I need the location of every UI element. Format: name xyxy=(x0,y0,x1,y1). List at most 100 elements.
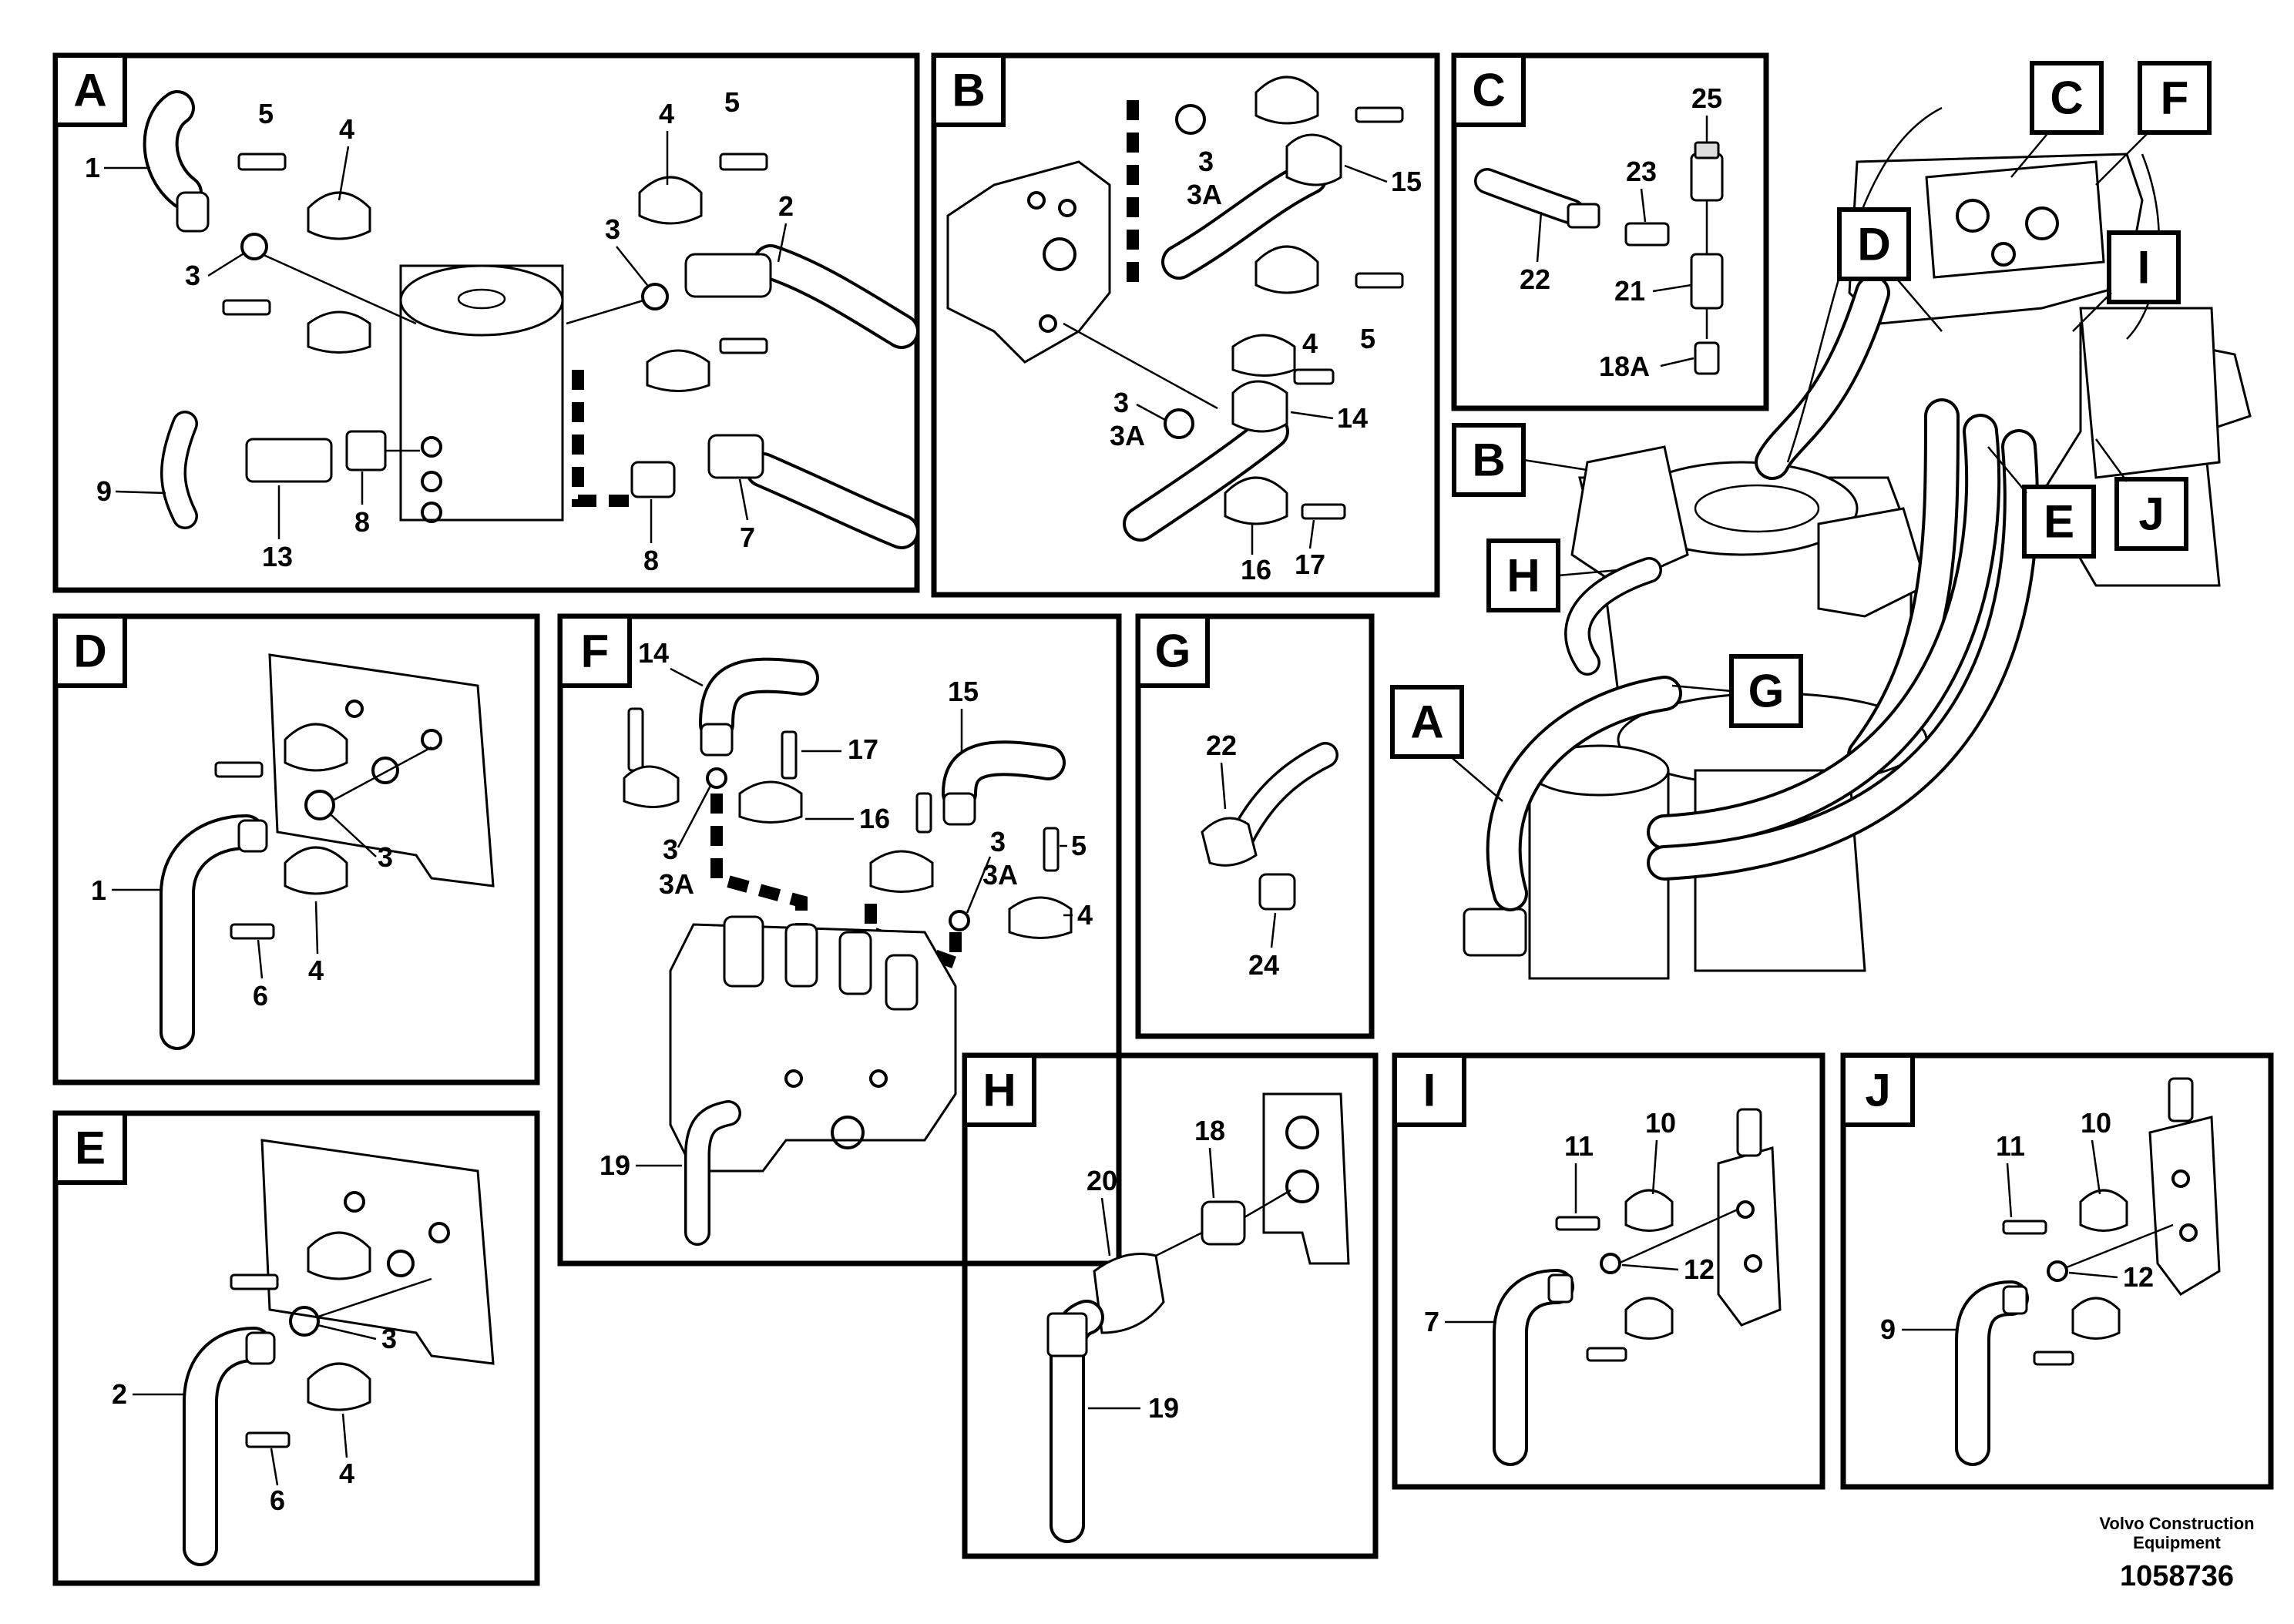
callout-f-box xyxy=(2138,61,2212,135)
clamp-4-b xyxy=(1254,245,1319,294)
tee-21 xyxy=(1690,253,1724,310)
elbow-22-g xyxy=(1201,817,1258,867)
o-ring-12-j xyxy=(2047,1260,2068,1282)
callout-j: J xyxy=(2138,488,2164,540)
bolt-6-e xyxy=(245,1431,291,1448)
valve-body-j xyxy=(2148,1116,2221,1296)
panel-j-tag: J xyxy=(1865,1065,1890,1116)
flange-15 xyxy=(942,792,976,826)
label-b-3Aa: 3A xyxy=(1187,179,1222,210)
label-c-21: 21 xyxy=(1614,275,1645,307)
callout-f: F xyxy=(2161,72,2189,124)
bolt-6-d xyxy=(230,923,275,940)
callout-i-box xyxy=(2107,230,2181,304)
panel-d-tag-box xyxy=(53,614,127,688)
label-b-14: 14 xyxy=(1337,402,1368,434)
panel-d-tag: D xyxy=(73,626,106,677)
panel-h: H 18 20 19 xyxy=(962,1052,1379,1559)
label-i-12: 12 xyxy=(1684,1253,1715,1285)
o-ring-3-fa xyxy=(706,767,727,789)
control-valve-f xyxy=(669,915,957,1173)
adapter-24 xyxy=(1258,873,1296,911)
label-c-23: 23 xyxy=(1626,156,1657,187)
callout-i: I xyxy=(2138,242,2151,294)
label-f-3b: 3 xyxy=(990,826,1006,857)
clamp-f-mid xyxy=(869,850,934,893)
brand-line-1: Volvo Construction xyxy=(2099,1514,2254,1533)
bolt-5-b xyxy=(719,153,768,171)
label-f-3a: 3 xyxy=(663,834,678,865)
label-e-4: 4 xyxy=(339,1458,354,1489)
label-c-22: 22 xyxy=(1520,263,1550,295)
label-f-19: 19 xyxy=(600,1149,630,1181)
clamp-16-f xyxy=(738,780,803,824)
clamp-4-d xyxy=(284,846,348,895)
o-ring-3-b1 xyxy=(1175,104,1206,135)
panel-e: E 3 2 6 4 xyxy=(52,1110,540,1586)
label-i-10: 10 xyxy=(1645,1107,1676,1139)
panel-c: C 25 23 22 21 18A xyxy=(1451,52,1769,411)
panel-e-tag: E xyxy=(75,1122,106,1174)
callout-c: C xyxy=(2050,72,2083,124)
label-a-1: 1 xyxy=(85,152,100,183)
label-a-8a: 8 xyxy=(354,506,370,538)
label-j-12: 12 xyxy=(2123,1261,2154,1293)
fitting-1 xyxy=(176,191,210,233)
label-d-1: 1 xyxy=(91,874,106,906)
bolt-5-f xyxy=(1043,827,1060,872)
label-b-3b: 3 xyxy=(1113,387,1129,418)
o-ring-3-a xyxy=(240,233,268,260)
label-c-18A: 18A xyxy=(1599,351,1650,382)
panel-i-tag-box xyxy=(1392,1053,1466,1127)
callout-c-box xyxy=(2030,61,2104,135)
footer-credit: Volvo Construction Equipment 1058736 xyxy=(2099,1514,2254,1592)
overview-assembly: C F D I B E J H A G xyxy=(1390,61,2252,980)
panel-i-frame xyxy=(1392,1052,1825,1490)
panel-d: D 1 3 6 4 xyxy=(52,613,540,1085)
panel-g: G 22 24 xyxy=(1135,613,1375,1039)
label-a-8b: 8 xyxy=(643,545,659,576)
label-i-7: 7 xyxy=(1424,1306,1439,1337)
label-d-3: 3 xyxy=(378,841,393,873)
callout-g: G xyxy=(1748,666,1785,717)
label-b-15: 15 xyxy=(1391,166,1422,197)
label-i-11: 11 xyxy=(1564,1130,1594,1162)
clamp-top-b xyxy=(1254,75,1319,125)
label-f-4: 4 xyxy=(1077,899,1093,931)
panel-a: A xyxy=(52,52,920,593)
panel-b-tag-box xyxy=(932,53,1006,127)
plug-18A xyxy=(1694,341,1720,375)
panel-f: F 14 xyxy=(557,613,1122,1267)
clamp-4-b xyxy=(638,176,703,225)
side-valve-block xyxy=(2079,307,2221,479)
label-a-5a: 5 xyxy=(258,98,274,129)
flange-14 xyxy=(700,723,734,757)
label-b-17: 17 xyxy=(1295,549,1325,580)
valve-body-i xyxy=(1717,1146,1782,1327)
valve-plate-e xyxy=(260,1139,495,1365)
callout-b: B xyxy=(1472,435,1505,486)
label-a-7: 7 xyxy=(740,522,755,553)
panel-j-frame xyxy=(1840,1052,2274,1490)
panel-h-frame xyxy=(962,1052,1379,1559)
elbow-14 xyxy=(1231,380,1288,433)
elbow-15 xyxy=(1285,133,1342,186)
port-block-h xyxy=(1262,1092,1350,1265)
o-ring-3-fb xyxy=(949,910,970,931)
o-ring-12-i xyxy=(1600,1253,1621,1274)
accumulator-cylinder xyxy=(399,264,564,523)
label-a-9: 9 xyxy=(96,475,112,507)
brand-line-2: Equipment xyxy=(2133,1533,2221,1552)
label-b-3a: 3 xyxy=(1198,146,1214,177)
label-b-5: 5 xyxy=(1360,323,1375,354)
bolt-5-a xyxy=(237,153,287,171)
clamp-e-top xyxy=(307,1231,371,1280)
adapter-23 xyxy=(1624,222,1670,247)
sensor-25 xyxy=(1690,153,1724,202)
label-a-2: 2 xyxy=(778,190,794,222)
hose-end-22 xyxy=(1567,203,1600,229)
panel-g-tag-box xyxy=(1136,614,1210,688)
callout-e: E xyxy=(2044,496,2074,548)
